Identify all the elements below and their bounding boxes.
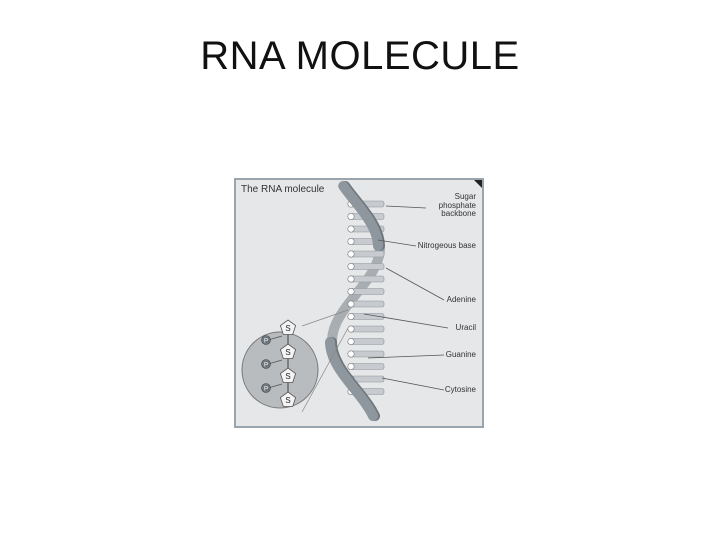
rna-helix-illustration: S S S S P P P xyxy=(241,181,449,421)
leader-line xyxy=(385,267,445,301)
base-marker xyxy=(347,350,355,358)
label-guanine: Guanine xyxy=(445,350,476,359)
base-marker xyxy=(347,288,355,296)
rna-diagram: S S S S P P P The RNA molecule Sugar phosphate… xyxy=(234,178,484,428)
base-marker xyxy=(347,250,355,258)
nitrogenous-base-rung xyxy=(349,363,385,370)
nitrogenous-base-rung xyxy=(349,300,385,308)
inset-phosphate xyxy=(261,383,271,393)
inset-sugar-label: S xyxy=(285,372,290,381)
leader-line xyxy=(363,313,449,329)
diagram-title: The RNA molecule xyxy=(241,184,325,195)
base-marker xyxy=(347,338,355,346)
base-marker xyxy=(347,212,355,220)
label-sugar-phosphate-backbone: Sugar phosphate backbone xyxy=(438,192,476,218)
label-uracil: Uracil xyxy=(455,323,476,332)
leader-line xyxy=(385,205,427,209)
nitrogenous-base-rung xyxy=(349,288,385,295)
inset-sugar-label: S xyxy=(285,324,290,333)
leader-line xyxy=(377,239,417,247)
backbone-front-highlight xyxy=(325,337,378,421)
inset-circle xyxy=(241,331,319,409)
inset-sugar-label: S xyxy=(285,396,290,405)
base-marker xyxy=(347,300,355,308)
base-marker xyxy=(347,363,355,371)
nitrogenous-base-rung xyxy=(349,325,385,333)
backbone-front-highlight xyxy=(338,181,383,251)
leader-line xyxy=(367,354,445,359)
base-marker xyxy=(347,225,355,233)
slide-title: RNA MOLECULE xyxy=(200,34,520,78)
inset-sugar xyxy=(279,391,297,407)
zoom-line-bottom xyxy=(301,327,349,413)
inset-phosphate-label: P xyxy=(264,339,268,345)
base-marker xyxy=(347,275,355,283)
label-cytosine: Cytosine xyxy=(444,385,476,394)
label-adenine: Adenine xyxy=(446,295,476,304)
nitrogenous-base-rung xyxy=(349,338,385,345)
base-marker xyxy=(347,325,355,333)
nitrogenous-base-rung xyxy=(349,263,385,270)
inset-sugar xyxy=(279,343,297,359)
inset-phosphate-label: P xyxy=(264,363,268,369)
inset-phosphate xyxy=(261,359,271,369)
inset-phosphate-label: P xyxy=(264,387,268,393)
base-marker xyxy=(347,313,355,321)
inset-sugar-label: S xyxy=(285,348,290,357)
nitrogenous-base-rung xyxy=(349,350,385,358)
base-marker xyxy=(347,237,355,245)
corner-mark xyxy=(474,180,482,188)
leader-line xyxy=(381,377,445,391)
zoom-line-top xyxy=(301,309,349,327)
inset-sugar xyxy=(279,319,297,335)
nitrogenous-base-rung xyxy=(349,250,385,258)
inset-sugar xyxy=(279,367,297,383)
nitrogenous-base-rung xyxy=(349,275,385,283)
base-marker xyxy=(347,263,355,271)
label-nitrogenous-base: Nitrogeous base xyxy=(417,241,476,250)
inset-phosphate xyxy=(261,335,271,345)
